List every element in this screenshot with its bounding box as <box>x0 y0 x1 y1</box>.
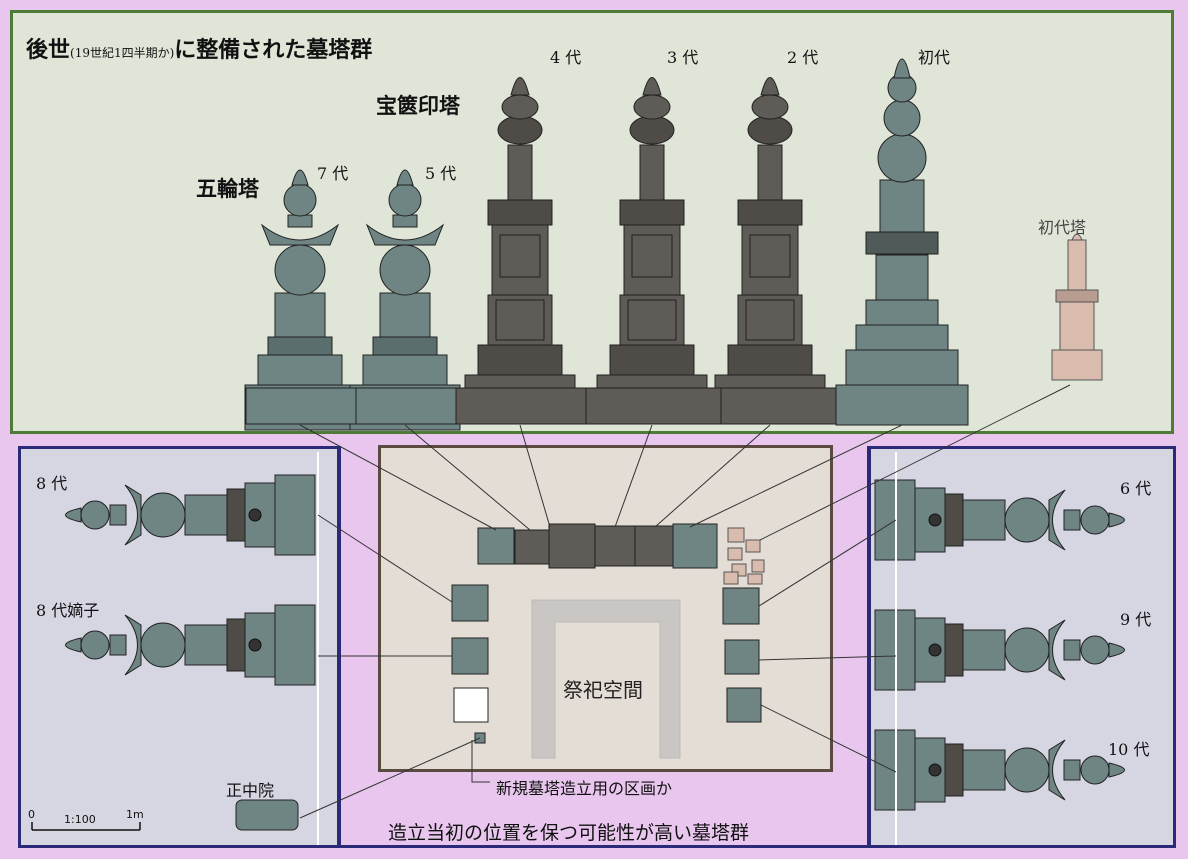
label-8th-heir: 8 代嫡子 <box>36 601 100 620</box>
label-7th: 7 代 <box>317 164 349 183</box>
base-7th <box>245 387 357 425</box>
tower-1st <box>835 58 969 426</box>
label-5th: 5 代 <box>425 164 457 183</box>
plan-tower-10th <box>874 729 1125 811</box>
tower-2nd-hokyoin <box>714 77 826 416</box>
base-2nd <box>720 387 837 425</box>
label-4th: 4 代 <box>550 48 582 67</box>
plan-tower-8th <box>65 474 316 556</box>
label-shochuin: 正中院 <box>226 781 275 800</box>
top-panel-title: 後世(19世紀1四半期か)に整備された墓塔群 <box>26 37 373 63</box>
label-hokyoin-type: 宝篋印塔 <box>376 94 460 118</box>
label-2nd: 2 代 <box>787 48 819 67</box>
bottom-frame <box>338 446 870 848</box>
label-10th: 10 代 <box>1108 740 1150 759</box>
base-3rd <box>585 387 722 425</box>
label-9th: 9 代 <box>1120 610 1152 629</box>
plan-tower-6th <box>874 479 1125 561</box>
label-1st: 初代 <box>918 48 951 67</box>
label-new-plot-note: 新規墓塔造立用の区画か <box>496 779 673 798</box>
scale-ratio: 1:100 <box>64 813 96 826</box>
plan-tower-9th <box>874 609 1125 691</box>
scale-zero: 0 <box>28 808 35 821</box>
plaza-outline <box>531 599 681 759</box>
base-4th <box>455 387 587 425</box>
label-8th: 8 代 <box>36 474 68 493</box>
label-6th: 6 代 <box>1120 479 1152 498</box>
label-shodai-tower: 初代塔 <box>1038 218 1087 237</box>
label-gorin-type: 五輪塔 <box>196 177 259 201</box>
pink-stone-fragments <box>723 527 765 585</box>
elevation-panel <box>10 10 1174 434</box>
base-5th <box>355 387 457 425</box>
top-row-markers <box>477 523 718 569</box>
scale-bar <box>31 822 141 831</box>
shodai-tower-small <box>1051 233 1103 381</box>
tower-3rd-hokyoin <box>596 77 708 416</box>
plan-tower-8th-heir <box>65 604 316 686</box>
label-3rd: 3 代 <box>667 48 699 67</box>
bottom-panel-title: 造立当初の位置を保つ可能性が高い墓塔群 <box>388 822 750 844</box>
scale-one-meter: 1m <box>126 808 144 821</box>
label-ritual-space: 祭祀空間 <box>563 678 643 702</box>
tower-4th-hokyoin <box>464 77 576 416</box>
leader-lines <box>299 384 1071 819</box>
shochuin-marker <box>235 799 299 831</box>
